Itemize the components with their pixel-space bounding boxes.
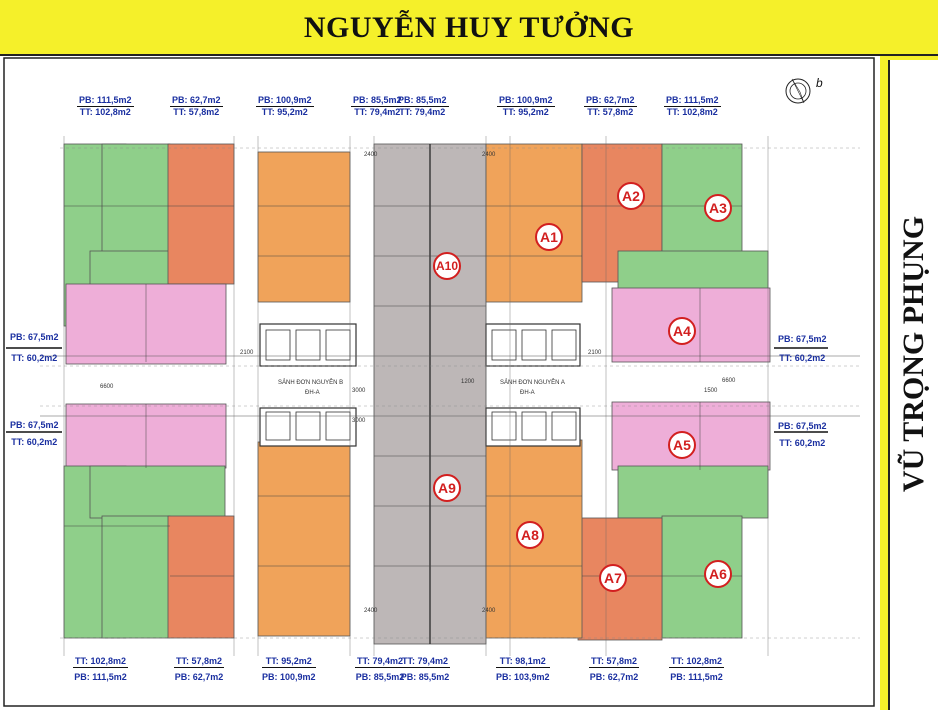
unit-badge-a6[interactable]: A6 <box>704 560 732 588</box>
dimension-label: 6600 <box>722 378 736 384</box>
unit-area-green-bottom-left-3 <box>101 515 171 639</box>
street-name-right: VŨ TRỌNG PHỤNG <box>897 215 930 493</box>
dimension-label: 6600 <box>100 384 114 390</box>
floor-plan <box>3 57 875 707</box>
unit-area-salmon-bottom-left <box>167 515 235 639</box>
unit-area-orange-bottom-left <box>257 441 351 637</box>
dimension-label: 1500 <box>704 388 718 394</box>
unit-area-green-bottom-left-2 <box>89 465 226 519</box>
dimension-label: 3000 <box>352 388 366 394</box>
north-arrow-icon <box>785 78 811 104</box>
unit-badge-a1[interactable]: A1 <box>535 223 563 251</box>
dimension-label: 2400 <box>482 608 496 614</box>
lobby-code-right: ĐH-A <box>520 390 535 396</box>
unit-badge-a7[interactable]: A7 <box>599 564 627 592</box>
lobby-code-left: ĐH-A <box>305 390 320 396</box>
unit-area-pink-right-2 <box>611 401 771 471</box>
unit-badge-a5[interactable]: A5 <box>668 431 696 459</box>
unit-badge-a2[interactable]: A2 <box>617 182 645 210</box>
dimension-label: 3000 <box>352 418 366 424</box>
core-left-top <box>259 323 357 367</box>
lobby-label-left: SẢNH ĐƠN NGUYÊN B <box>278 380 344 386</box>
unit-area-orange-top-right <box>485 143 583 303</box>
core-right-top <box>485 323 581 367</box>
dimension-label: 2100 <box>240 350 254 356</box>
street-name-top: NGUYỄN HUY TƯỞNG <box>303 11 635 44</box>
lobby-label-right: SẢNH ĐƠN NGUYÊN A <box>500 380 565 386</box>
unit-badge-a4[interactable]: A4 <box>668 317 696 345</box>
compass-label: b <box>816 76 823 90</box>
unit-badge-a9[interactable]: A9 <box>433 474 461 502</box>
dimension-label: 2400 <box>482 152 496 158</box>
top-street-banner: NGUYỄN HUY TƯỞNG <box>0 0 938 56</box>
unit-badge-a3[interactable]: A3 <box>704 194 732 222</box>
unit-area-orange-top-left <box>257 151 351 303</box>
unit-badge-a10[interactable]: A10 <box>433 252 461 280</box>
dimension-label: 2400 <box>364 608 378 614</box>
unit-area-salmon-top-left <box>167 143 235 285</box>
dimension-label: 2400 <box>364 152 378 158</box>
right-street-panel <box>888 60 938 710</box>
unit-area-green-bottom-right <box>617 465 769 519</box>
dimension-label: 1200 <box>461 379 475 385</box>
unit-badge-a8[interactable]: A8 <box>516 521 544 549</box>
dimension-label: 2100 <box>588 350 602 356</box>
